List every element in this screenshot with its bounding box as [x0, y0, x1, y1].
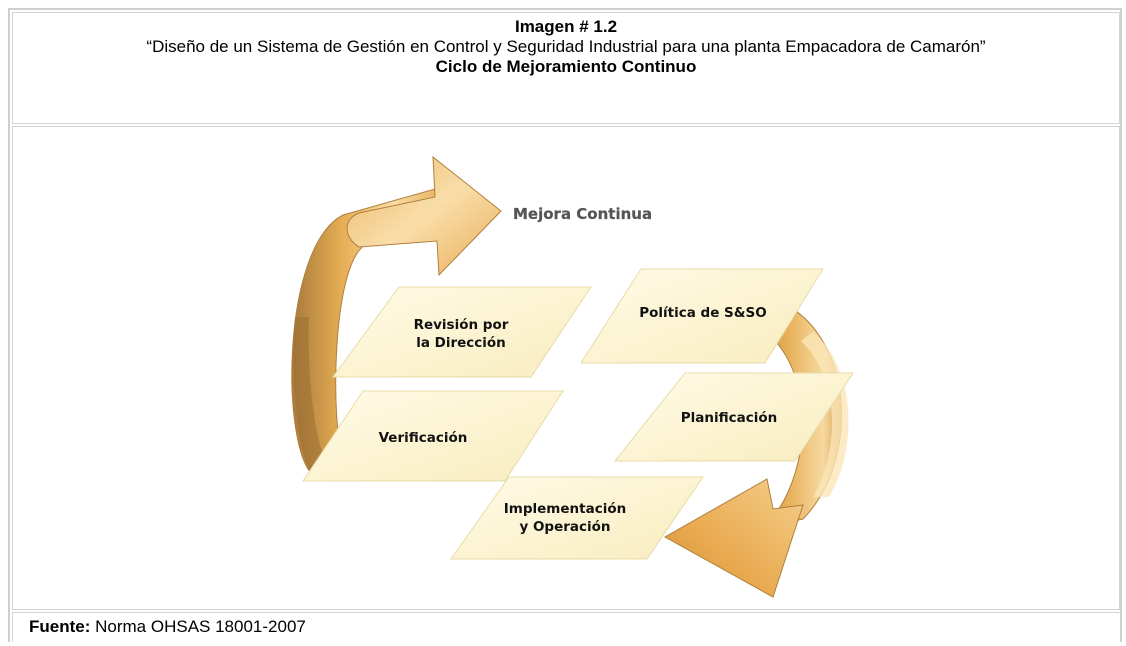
source-label: Fuente: [29, 617, 91, 636]
box-politica: Política de S&SO [580, 268, 824, 364]
box-politica-label: Política de S&SO [639, 305, 767, 321]
box-revision-line2: la Dirección [416, 335, 506, 351]
source-text: Norma OHSAS 18001-2007 [95, 617, 306, 636]
mejora-continua-label: Mejora Continua [513, 205, 652, 223]
figure-number: Imagen # 1.2 [514, 17, 618, 36]
left-cycle-arrow [291, 155, 502, 476]
box-verificacion-label: Verificación [379, 430, 468, 446]
box-verificacion: Verificación [302, 390, 564, 482]
source-footer: Fuente: Norma OHSAS 18001-2007 [12, 612, 1120, 642]
box-implementacion-line1: Implementación [504, 501, 626, 517]
box-implementacion-line2: y Operación [519, 519, 610, 535]
box-planificacion-label: Planificación [681, 410, 778, 426]
figure-header: Imagen # 1.2 “Diseño de un Sistema de Ge… [12, 12, 1120, 124]
box-implementacion: Implementación y Operación [450, 476, 704, 560]
figure-subtitle: “Diseño de un Sistema de Gestión en Cont… [146, 37, 986, 56]
page-frame [8, 8, 1122, 642]
box-revision-line1: Revisión por [414, 317, 509, 333]
improvement-cycle-diagram: Mejora Continua Revisión por la Direcció… [291, 155, 854, 598]
box-revision-direccion: Revisión por la Dirección [332, 286, 592, 378]
diagram-cell: Mejora Continua Revisión por la Direcció… [12, 126, 1120, 610]
box-planificacion: Planificación [613, 372, 854, 462]
figure-caption: Ciclo de Mejoramiento Continuo [435, 57, 697, 76]
